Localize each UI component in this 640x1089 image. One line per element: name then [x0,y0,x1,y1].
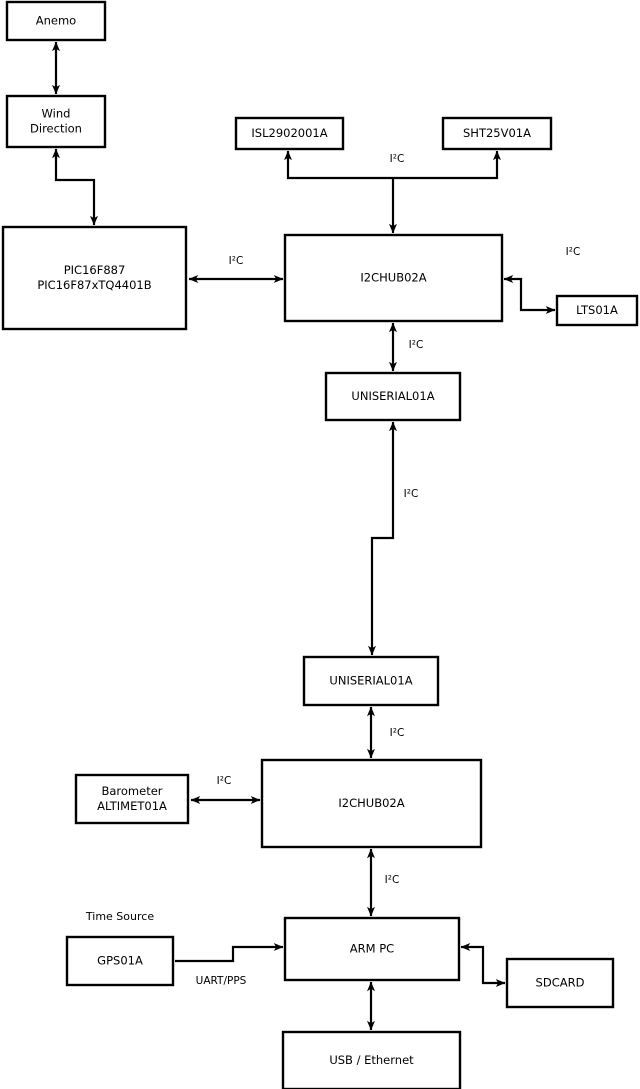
node-isl[interactable]: ISL2902001A [234,116,345,151]
node-box[interactable] [505,957,615,1009]
edge-label: I²C [409,339,424,351]
node-lts[interactable]: LTS01A [555,294,639,327]
edge-gps-armpc: UART/PPS [175,943,284,987]
edge-label: I²C [566,246,581,258]
node-armpc[interactable]: ARM PC [283,916,461,982]
node-label: UNISERIAL01A [351,389,434,403]
node-hub_bot[interactable]: I2CHUB02A [260,758,483,849]
edge-label: I²C [390,153,405,165]
edge-baro-hub2: I²C [190,775,261,804]
node-label: Anemo [36,14,76,28]
node-box[interactable] [283,916,461,982]
edge-hub2-armpc: I²C [367,848,400,917]
node-label: LTS01A [576,303,618,317]
node-box[interactable] [234,116,345,151]
edges-layer: I²C I²C I²C I²C I²C I²C I²C I²C UART/PPS [52,41,581,1031]
edge-hub-sensors: I²C [284,150,501,180]
edge-pic-hub: I²C [188,255,284,283]
node-box[interactable] [441,116,553,151]
edge-line [52,148,98,226]
node-box[interactable] [65,935,175,987]
node-label: UNISERIAL01A [329,674,412,688]
edge-line [460,943,506,987]
node-label: GPS01A [97,954,143,968]
node-box[interactable] [283,233,504,323]
edge-label: UART/PPS [196,975,247,987]
edge-hub-uniserial: I²C [389,322,424,372]
node-label: I2CHUB02A [360,271,426,285]
node-box[interactable] [5,0,107,42]
edge-line [175,943,284,963]
node-gps[interactable]: GPS01A [65,935,175,987]
edge-label: I²C [229,255,244,267]
node-label: PIC16F87xTQ4401B [37,278,151,292]
node-label: ISL2902001A [251,126,327,140]
node-box[interactable] [260,758,483,849]
edge-hub-lts: I²C [503,246,581,314]
edge-label: I²C [217,775,232,787]
node-usbeth[interactable]: USB / Ethernet [281,1030,462,1089]
edge-pic-wind [52,148,98,226]
edge-label: I²C [404,488,419,500]
node-label: Wind [42,107,71,121]
node-box[interactable] [302,655,440,707]
annotations-layer: Time Source [85,910,154,923]
node-box[interactable] [555,294,639,327]
node-box[interactable] [1,225,188,331]
edge-uniserial-hub2: I²C [367,706,405,759]
node-label: ARM PC [350,942,394,956]
edge-uniserial-link: I²C [368,421,419,656]
node-sdcard[interactable]: SDCARD [505,957,615,1009]
node-label: Barometer [101,784,162,798]
node-label: ALTIMET01A [97,799,167,813]
node-anemo[interactable]: Anemo [5,0,107,42]
edge-label: I²C [390,727,405,739]
node-hub_top[interactable]: I2CHUB02A [283,233,504,323]
node-box[interactable] [5,94,107,149]
edge-line [503,275,556,314]
node-label: SDCARD [536,976,585,990]
node-box[interactable] [324,371,462,422]
annotation-time-source: Time Source [85,910,154,923]
node-label: I2CHUB02A [338,796,404,810]
edge-label: I²C [385,874,400,886]
node-box[interactable] [74,773,190,825]
node-label: Direction [30,122,82,136]
edge-armpc-sdcard [460,943,506,987]
node-sht[interactable]: SHT25V01A [441,116,553,151]
node-box[interactable] [281,1030,462,1089]
node-label: PIC16F887 [64,263,126,277]
node-uniserial_bot[interactable]: UNISERIAL01A [302,655,440,707]
node-label: USB / Ethernet [329,1053,414,1067]
node-uniserial_top[interactable]: UNISERIAL01A [324,371,462,422]
node-label: SHT25V01A [463,126,531,140]
edge-line [368,421,397,656]
